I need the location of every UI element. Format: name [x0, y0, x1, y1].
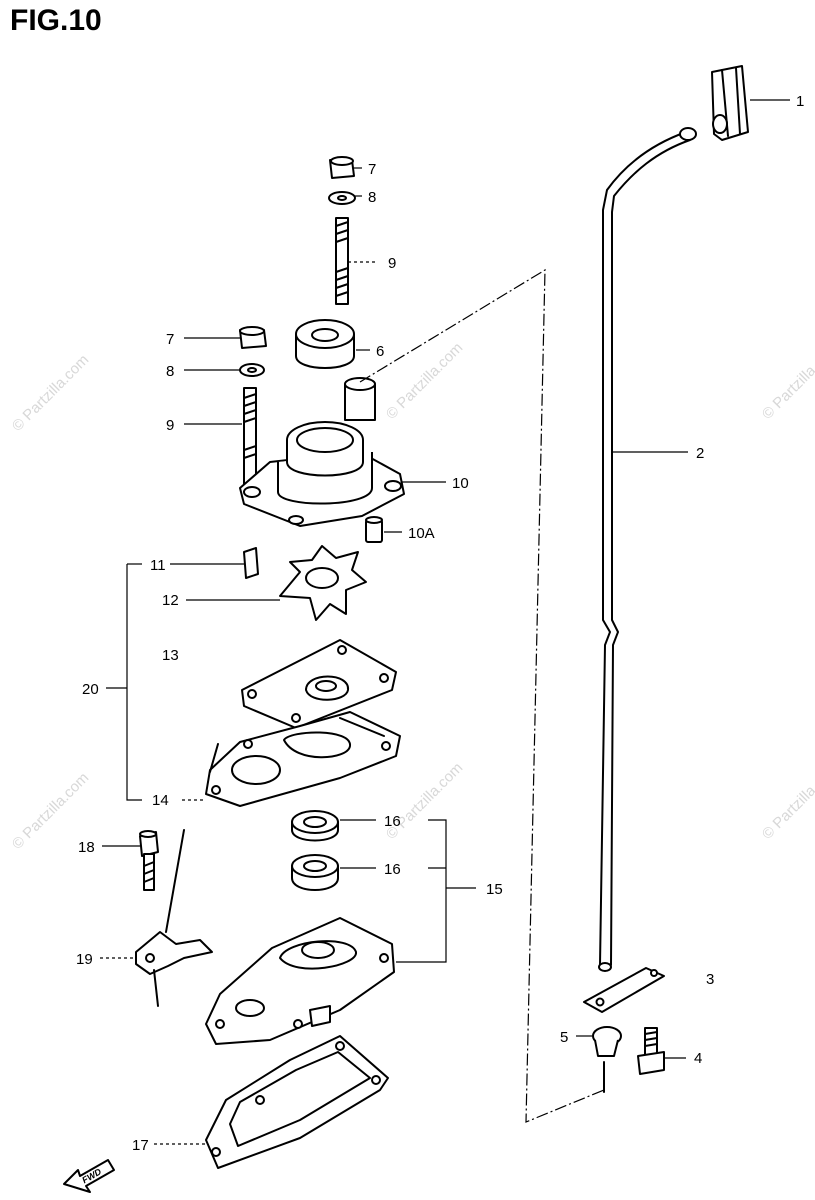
- part-10a-pin: [365, 516, 383, 543]
- part-8-washer-lower: [239, 363, 265, 377]
- callout-9-lower: 9: [166, 417, 174, 434]
- part-8-washer-upper: [328, 191, 356, 205]
- part-16-seal-upper: [291, 810, 339, 842]
- callout-2: 2: [696, 445, 704, 462]
- watermark: © Partzilla.com: [9, 351, 92, 434]
- part-7-nut-lower: [239, 326, 267, 349]
- callout-17: 17: [132, 1137, 149, 1154]
- callout-8-lower: 8: [166, 363, 174, 380]
- callout-19: 19: [76, 951, 93, 968]
- watermark: © Partzilla.com: [759, 339, 815, 422]
- watermark: © Partzilla.com: [383, 339, 466, 422]
- part-11-key: [243, 547, 259, 579]
- part-2-water-tube: [598, 127, 697, 972]
- part-3-plate: [583, 967, 665, 1013]
- callout-10a: 10A: [408, 525, 435, 542]
- callout-3: 3: [706, 971, 714, 988]
- forward-arrow-icon: FWD: [63, 1159, 115, 1193]
- callout-11: 11: [150, 557, 166, 574]
- callout-18: 18: [78, 839, 95, 856]
- part-9-stud-upper: [335, 217, 349, 305]
- part-5-seal: [592, 1026, 622, 1093]
- part-17-gasket: [205, 1035, 389, 1169]
- page-title: FIG.10: [10, 4, 102, 37]
- callout-6: 6: [376, 343, 384, 360]
- callout-12: 12: [162, 592, 179, 609]
- part-19-plate: [135, 829, 213, 1007]
- part-18-bolt: [139, 830, 159, 891]
- leader-lines: [100, 99, 790, 1145]
- callout-15: 15: [486, 881, 503, 898]
- part-6-oil-seal: [295, 319, 355, 369]
- part-10-pump-case: [239, 377, 405, 527]
- callout-16-upper: 16: [384, 813, 401, 830]
- part-1-grommet: [711, 65, 749, 141]
- callout-20: 20: [82, 681, 99, 698]
- callout-7-lower: 7: [166, 331, 174, 348]
- callout-7-upper: 7: [368, 161, 376, 178]
- part-13-plate: [241, 639, 397, 729]
- watermark: © Partzilla.com: [383, 759, 466, 842]
- part-12-impeller: [279, 545, 367, 621]
- callout-labels: 1 2 3 4 5 6 7 8 9 7 8 9 10 10A 11 12 13 …: [76, 93, 804, 1154]
- part-16-seal-lower: [291, 854, 339, 891]
- callout-14: 14: [152, 792, 169, 809]
- part-9-stud-lower: [243, 387, 257, 489]
- part-15-lower-housing: [205, 917, 395, 1045]
- watermark: © Partzilla.com: [759, 759, 815, 842]
- callout-8-upper: 8: [368, 189, 376, 206]
- part-14-gasket: [205, 711, 401, 807]
- callout-10: 10: [452, 475, 469, 492]
- callout-16-lower: 16: [384, 861, 401, 878]
- part-7-nut-upper: [329, 156, 355, 179]
- callout-5: 5: [560, 1029, 568, 1046]
- callout-9-upper: 9: [388, 255, 396, 272]
- callout-4: 4: [694, 1050, 702, 1067]
- part-4-bolt: [637, 1027, 665, 1075]
- alignment-line: [359, 268, 605, 1123]
- callout-13: 13: [162, 647, 179, 664]
- callout-1: 1: [796, 93, 804, 110]
